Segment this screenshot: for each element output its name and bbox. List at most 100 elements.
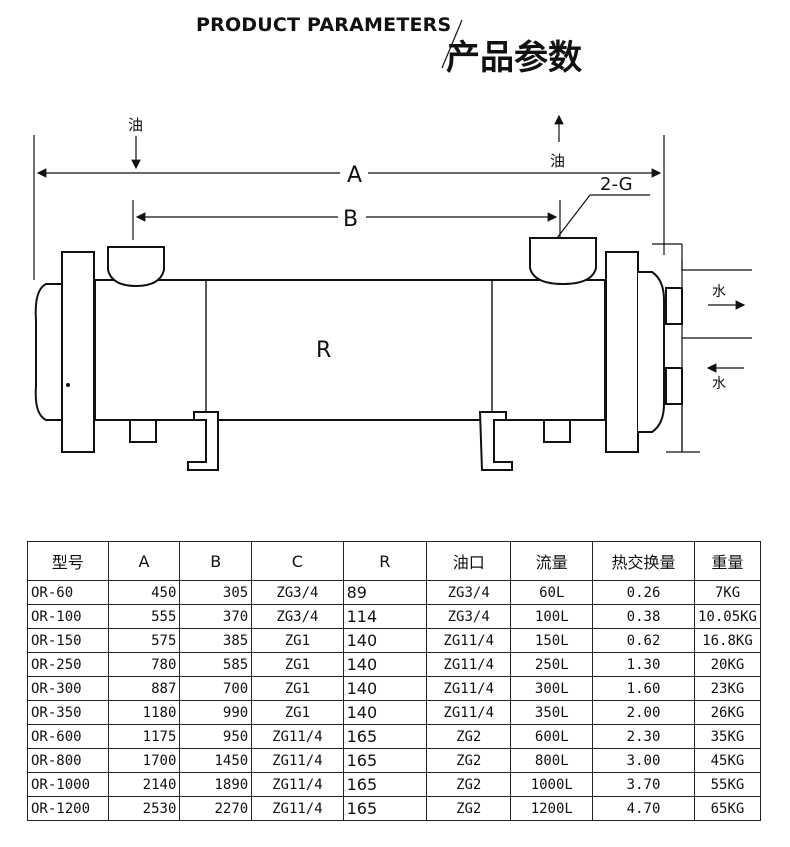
cell-r: 165 [342,796,427,821]
header-model: 型号 [27,541,109,581]
cell-oil-port: ZG2 [425,748,512,773]
cell-model: OR-350 [27,700,109,725]
cell-flow: 1000L [510,772,594,797]
cell-heat-exchange: 0.26 [592,580,695,605]
cell-a: 1700 [107,748,181,773]
cell-b: 700 [179,676,253,701]
cell-weight: 23KG [693,676,762,701]
table-row: OR-600 1175 950 ZG11/4 165 ZG2 600L 2.30… [27,724,762,749]
cell-model: OR-1200 [27,796,109,821]
header-weight: 重量 [693,541,762,581]
parameters-table: 型号 A B C R 油口 流量 热交换量 重量 OR-60 450 305 Z… [27,541,762,821]
cell-oil-port: ZG11/4 [425,676,512,701]
support-legs [205,280,493,412]
cell-flow: 300L [510,676,594,701]
cell-a: 1180 [107,700,181,725]
cell-r: 140 [342,652,427,677]
cell-heat-exchange: 0.38 [592,604,695,629]
cell-b: 585 [179,652,253,677]
exchanger-body [34,237,683,471]
cell-c: ZG1 [251,628,344,653]
cell-weight: 16.8KG [693,628,762,653]
cell-flow: 600L [510,724,594,749]
cell-model: OR-150 [27,628,109,653]
dimension-a-label: A [347,163,362,188]
cell-oil-port: ZG2 [425,724,512,749]
cell-oil-port: ZG2 [425,772,512,797]
cell-a: 575 [107,628,181,653]
cell-weight: 10.05KG [693,604,762,629]
table-row: OR-100 555 370 ZG3/4 114 ZG3/4 100L 0.38… [27,604,762,629]
table-row: OR-350 1180 990 ZG1 140 ZG11/4 350L 2.00… [27,700,762,725]
table-row: OR-250 780 585 ZG1 140 ZG11/4 250L 1.30 … [27,652,762,677]
cell-r: 114 [342,604,427,629]
cell-c: ZG3/4 [251,580,344,605]
cell-a: 780 [107,652,181,677]
header-r: R [342,541,427,581]
cell-flow: 1200L [510,796,594,821]
cell-heat-exchange: 1.60 [592,676,695,701]
cell-weight: 45KG [693,748,762,773]
cell-b: 385 [179,628,253,653]
cell-r: 165 [342,772,427,797]
table-row: OR-1000 2140 1890 ZG11/4 165 ZG2 1000L 3… [27,772,762,797]
cell-c: ZG11/4 [251,772,344,797]
header-b: B [179,541,253,581]
cell-c: ZG11/4 [251,724,344,749]
title-english: PRODUCT PARAMETERS [196,14,452,36]
header-c: C [251,541,344,581]
oil-label-right: 油 [550,152,565,170]
cell-flow: 60L [510,580,594,605]
dimension-b-label: B [343,207,358,232]
table-row: OR-150 575 385 ZG1 140 ZG11/4 150L 0.62 … [27,628,762,653]
header-heat-exchange: 热交换量 [592,541,695,581]
cell-flow: 350L [510,700,594,725]
cell-r: 165 [342,748,427,773]
cell-model: OR-800 [27,748,109,773]
cell-r: 89 [342,580,427,605]
cell-heat-exchange: 2.30 [592,724,695,749]
cell-flow: 100L [510,604,594,629]
table-row: OR-300 887 700 ZG1 140 ZG11/4 300L 1.60 … [27,676,762,701]
cell-r: 140 [342,628,427,653]
cell-a: 887 [107,676,181,701]
cell-weight: 20KG [693,652,762,677]
water-out-label: 水 [712,284,726,300]
cell-c: ZG11/4 [251,796,344,821]
header-flow: 流量 [510,541,594,581]
oil-label-left: 油 [128,116,143,134]
header-oil-port: 油口 [425,541,512,581]
cell-oil-port: ZG3/4 [425,604,512,629]
cell-a: 2530 [107,796,181,821]
cell-a: 555 [107,604,181,629]
drawing-labels: 油 油 A B R 2-G 水 水 [128,116,726,392]
cell-heat-exchange: 0.62 [592,628,695,653]
header-a: A [107,541,181,581]
cell-c: ZG11/4 [251,748,344,773]
cell-heat-exchange: 3.00 [592,748,695,773]
cell-b: 370 [179,604,253,629]
heat-exchanger-drawing: 油 油 A B R 2-G 水 水 [33,19,752,471]
title-chinese: 产品参数 [446,38,582,78]
cell-r: 140 [342,676,427,701]
cell-c: ZG3/4 [251,604,344,629]
table-header-row: 型号 A B C R 油口 流量 热交换量 重量 [27,541,762,581]
cell-flow: 800L [510,748,594,773]
cell-a: 1175 [107,724,181,749]
cell-b: 2270 [179,796,253,821]
dimension-r-label: R [316,338,331,363]
cell-r: 165 [342,724,427,749]
cell-oil-port: ZG3/4 [425,580,512,605]
cell-oil-port: ZG2 [425,796,512,821]
cell-model: OR-60 [27,580,109,605]
cell-oil-port: ZG11/4 [425,628,512,653]
cell-weight: 65KG [693,796,762,821]
drain-dot [66,383,70,387]
cell-b: 990 [179,700,253,725]
cell-oil-port: ZG11/4 [425,652,512,677]
ports-label: 2-G [600,174,633,195]
cell-b: 950 [179,724,253,749]
cell-heat-exchange: 4.70 [592,796,695,821]
cell-model: OR-1000 [27,772,109,797]
cell-model: OR-250 [27,652,109,677]
